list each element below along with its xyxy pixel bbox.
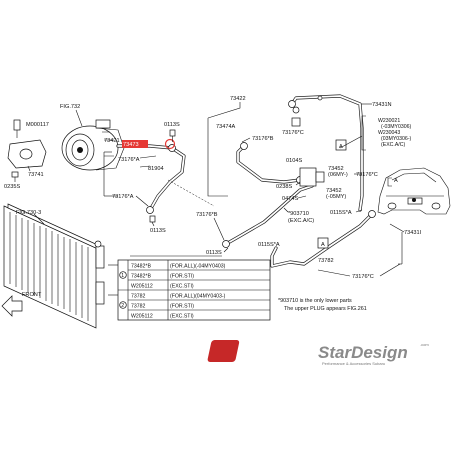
label-box-a-2: A	[321, 242, 325, 248]
condenser	[3, 203, 105, 329]
label-fig-732: FIG.732	[60, 104, 80, 110]
label-73431i: 73431I	[404, 230, 422, 236]
label-0115s-1: 0115S*A	[330, 210, 352, 216]
label-73473: 73473	[123, 142, 139, 148]
label-0113s-3: 0113S	[206, 250, 222, 256]
table-row-3-part: W205112	[131, 284, 153, 290]
bolt-0235s	[11, 171, 19, 182]
parts-table	[108, 259, 271, 321]
label-73452-b: 73452	[326, 188, 342, 194]
label-73176c-2: 73176*C	[356, 172, 378, 178]
label-05my: (-05MY)	[326, 194, 346, 200]
table-row-1-part: 73482*B	[131, 264, 151, 270]
table-row-2-cond: (FOR.STI)	[170, 274, 194, 280]
label-0115s-2: 0115S*A	[258, 242, 280, 248]
highlight-circle	[164, 138, 176, 150]
table-row-2-part: 73482*B	[131, 274, 151, 280]
label-0113s-1: 0113S	[164, 122, 180, 128]
car-illustration	[377, 167, 451, 215]
label-0113s-2: 0113S	[150, 228, 166, 234]
label-06my: (06MY-)	[328, 172, 348, 178]
label-callout-1: W230021	[378, 118, 400, 124]
bracket-73741	[7, 139, 47, 169]
note-line-1: *903710 is the only lower parts	[278, 298, 352, 304]
stardesign-logo: StarDesign .com Performance & Accessorie…	[207, 340, 429, 366]
label-73452: 73452	[328, 166, 344, 172]
table-num-1-circle	[119, 271, 127, 279]
label-exc-ac: (EXC.A/C)	[288, 218, 314, 224]
label-0104s: 0104S	[286, 158, 302, 164]
label-903710: *903710	[288, 211, 309, 217]
logo-text: StarDesign	[318, 343, 408, 362]
label-73176b-1: 73176*B	[252, 136, 274, 142]
table-row-6-cond: (EXC.STI)	[170, 314, 194, 320]
table-row-6-part: W205112	[131, 314, 153, 320]
note-line-2: The upper PLUG appears FIG.261	[284, 306, 367, 312]
clamp-box-a-2	[317, 237, 329, 249]
logo-domain: .com	[420, 342, 429, 347]
table-row-4-part: 73782	[131, 294, 146, 300]
label-callout-1b: (-03MY0306)	[381, 124, 412, 130]
label-73422: 73422	[230, 96, 246, 102]
front-arrow-icon	[1, 295, 23, 317]
label-fig-730-3: FIG.730-3	[16, 210, 41, 216]
expansion-valve-73452	[299, 167, 325, 187]
label-front: FRONT	[22, 292, 42, 298]
table-row-3-cond: (EXC.STI)	[170, 284, 194, 290]
bolt-m000117	[13, 119, 21, 138]
label-callout-2: W230043	[378, 130, 400, 136]
label-box-a-1: A	[339, 144, 343, 150]
table-row-5-cond: (FOR.STI)	[170, 304, 194, 310]
highlight-73473	[122, 140, 148, 148]
table-row-1-num: 1	[121, 273, 124, 279]
label-73421: 73421	[104, 138, 120, 144]
table-num-2-circle	[119, 301, 127, 309]
label-73176c-1: 73176*C	[282, 130, 304, 136]
table-row-4-cond: (FOR.ALL)(04MY0403-)	[170, 294, 226, 300]
compressor	[61, 119, 125, 171]
label-73741: 73741	[28, 172, 44, 178]
label-callout-2b: (03MY0306-)	[381, 136, 412, 142]
label-81904: 81904	[148, 166, 164, 172]
label-0238s: 0238S	[276, 184, 292, 190]
label-callout-3: (EXC.A/C)	[381, 142, 405, 148]
label-73176c-3: 73176*C	[352, 274, 374, 280]
label-m000117: M000117	[26, 122, 49, 128]
table-row-4-num: 2	[121, 303, 124, 309]
label-box-a-3: A	[394, 178, 398, 184]
label-0235s: 0235S	[4, 184, 20, 190]
label-73782: 73782	[318, 258, 334, 264]
bolt-0113s-1	[169, 129, 176, 142]
bolt-73176c	[291, 106, 301, 127]
table-row-5-part: 73782	[131, 304, 146, 310]
table-row-1-cond: (FOR.ALL)(-04MY0403)	[170, 264, 226, 270]
logo-tagline: Performance & Accessories Subaru	[322, 361, 385, 366]
label-73176a-1: 73176*A	[118, 157, 140, 163]
label-73176b-2: 73176*B	[196, 212, 218, 218]
label-73474a: 73474A	[216, 124, 236, 130]
label-0474s: 0474S	[282, 196, 298, 202]
bolt-0113s-2	[149, 215, 156, 223]
label-73176a-2: 73176*A	[112, 194, 134, 200]
label-73431n: 73431N	[372, 102, 392, 108]
